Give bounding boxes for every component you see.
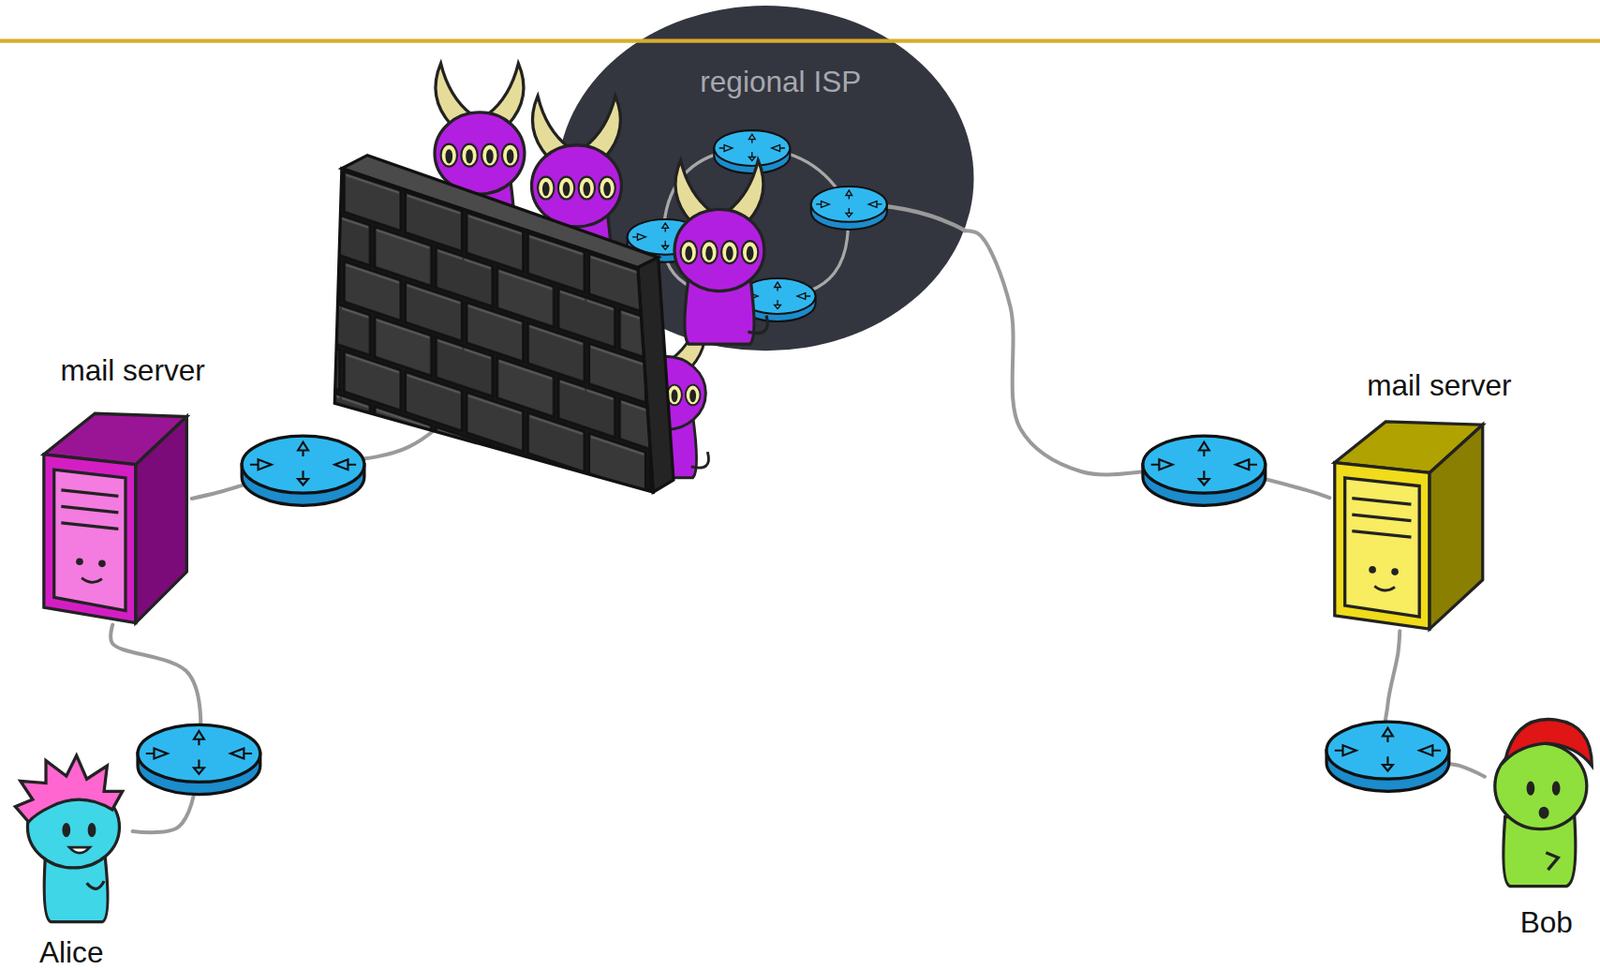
node-label: regional ISP bbox=[699, 64, 861, 99]
monster-figure bbox=[624, 311, 709, 477]
isp-cloud: regional ISP bbox=[556, 4, 976, 352]
monster-figure bbox=[532, 95, 625, 280]
network-link bbox=[192, 286, 602, 499]
router-symbol bbox=[1326, 721, 1450, 791]
person-node: Alice bbox=[10, 750, 134, 924]
isp-outline bbox=[556, 4, 976, 352]
person-figure bbox=[14, 755, 122, 922]
node-label: Bob bbox=[1520, 904, 1573, 939]
router-symbol bbox=[811, 186, 888, 230]
router-symbol bbox=[713, 130, 790, 174]
wall-face bbox=[334, 168, 653, 492]
monster-figure bbox=[434, 63, 528, 248]
router-symbol bbox=[1142, 435, 1266, 505]
router-symbol bbox=[627, 219, 704, 263]
network-link bbox=[110, 624, 201, 833]
server-tower bbox=[1334, 421, 1483, 629]
isp-ellipse bbox=[557, 6, 974, 352]
network-link bbox=[1383, 630, 1485, 776]
person-node: Bob bbox=[1484, 714, 1600, 889]
isp-link bbox=[848, 204, 965, 231]
monster-figure bbox=[674, 160, 768, 344]
node-label: mail server bbox=[1366, 368, 1512, 402]
server-tower bbox=[44, 413, 188, 623]
network-link bbox=[964, 230, 1330, 498]
mail-server: mail server bbox=[1329, 415, 1488, 631]
router-symbol bbox=[241, 435, 365, 505]
wall-top bbox=[341, 155, 659, 268]
mail-server: mail server bbox=[38, 408, 192, 625]
title-rule bbox=[0, 38, 1600, 43]
wall-end bbox=[637, 257, 674, 493]
router-symbol bbox=[137, 724, 261, 794]
router-symbol bbox=[740, 278, 816, 322]
firewall-wall bbox=[334, 155, 674, 492]
node-label: Alice bbox=[39, 934, 104, 969]
node-label: mail server bbox=[59, 353, 205, 387]
isp-link bbox=[663, 148, 848, 297]
person-figure bbox=[1495, 718, 1592, 886]
